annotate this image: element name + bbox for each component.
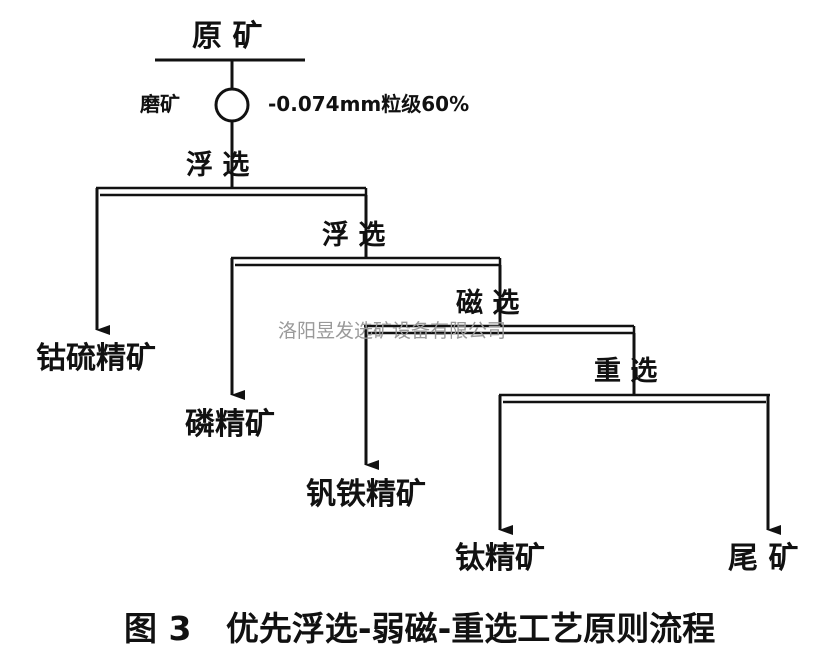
stage-1-label: 浮 选 [186,150,250,181]
stage-3-label: 磁 选 [456,288,520,319]
figure-caption: 图 3 优先浮选-弱磁-重选工艺原则流程 [124,609,716,648]
grinding-label: 磨矿 [140,92,180,116]
grinding-mill-circle [214,87,250,123]
tailings-label: 尾 矿 [728,541,799,576]
stage-4-label: 重 选 [594,356,658,387]
phosphate-concentrate-label: 磷精矿 [185,407,275,442]
feed-label: 原 矿 [192,19,263,54]
co-s-concentrate-label: 钴硫精矿 [36,341,156,376]
v-fe-concentrate-label: 钒铁精矿 [306,477,426,512]
watermark: 洛阳昱发选矿设备有限公司 [278,320,507,342]
stage-2-label: 浮 选 [322,220,386,251]
grinding-spec: -0.074mm粒级60% [268,92,470,116]
ti-concentrate-label: 钛精矿 [455,541,545,576]
